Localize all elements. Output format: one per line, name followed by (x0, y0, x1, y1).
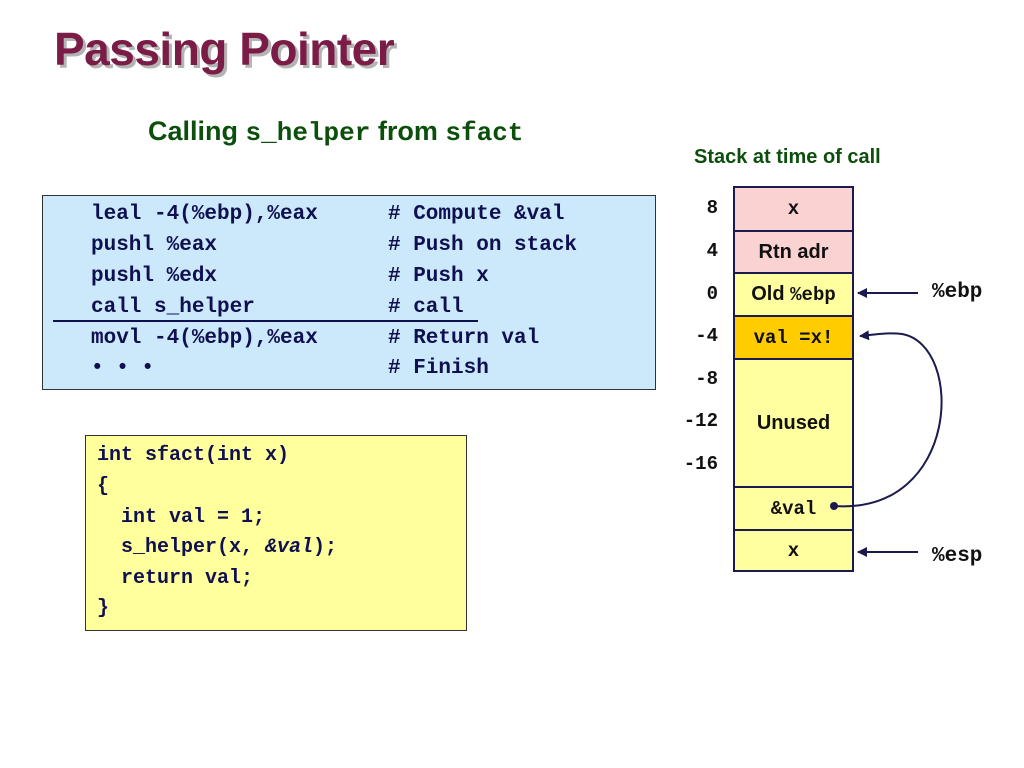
c-code-line: return val; (97, 567, 254, 590)
stack-offset: -12 (683, 410, 718, 432)
page-title: Passing Pointer (54, 23, 395, 75)
esp-register-label: %esp (932, 545, 983, 568)
c-code-line: s_helper(x, &val); (97, 536, 337, 559)
asm-comment: # call (388, 296, 464, 319)
c-code-text: ); (313, 536, 338, 559)
subtitle-calling: Calling (148, 116, 239, 146)
c-code-address-arg: &val (265, 536, 314, 559)
stack-cell-old-ebp: Old %ebp (735, 274, 852, 317)
asm-separator-line (53, 320, 478, 322)
stack-cell-return-address: Rtn adr (735, 232, 852, 274)
stack-frame: x Rtn adr Old %ebp val =x! Unused &val x (733, 186, 854, 572)
stack-offset: -4 (695, 325, 718, 347)
subtitle-caller-name: sfact (445, 118, 524, 148)
asm-comment: # Push on stack (388, 234, 578, 257)
stack-cell-x-arg: x (735, 188, 852, 232)
address-of-val-arrow (833, 330, 943, 508)
stack-offset: -8 (695, 368, 718, 390)
stack-cell-val: val =x! (735, 317, 852, 360)
asm-instruction: pushl %edx (91, 265, 218, 288)
asm-comment: # Return val (388, 327, 540, 350)
asm-instruction: • • • (91, 357, 155, 380)
c-code-line: { (97, 475, 110, 498)
c-code-box: int sfact(int x) { int val = 1; s_helper… (85, 435, 467, 631)
asm-instruction: pushl %eax (91, 234, 218, 257)
c-code-line: int sfact(int x) (97, 444, 290, 467)
stack-offset: 0 (706, 283, 718, 305)
stack-cell-x-pushed: x (735, 531, 852, 570)
asm-line: leal -4(%ebp),%eax # Compute &val (91, 203, 564, 234)
asm-line: • • • # Finish (91, 357, 489, 388)
stack-offset: 4 (706, 240, 718, 262)
asm-line: call s_helper # call (91, 296, 464, 327)
subtitle-function-name: s_helper (245, 118, 371, 148)
asm-line: pushl %eax # Push on stack (91, 234, 577, 265)
asm-line: pushl %edx # Push x (91, 265, 489, 296)
stack-cell-unused: Unused (735, 360, 852, 488)
stack-offset: -16 (683, 453, 718, 475)
old-ebp-word: Old (751, 283, 785, 305)
c-code-line: int val = 1; (97, 506, 266, 529)
asm-line: movl -4(%ebp),%eax # Return val (91, 327, 539, 358)
asm-instruction: movl -4(%ebp),%eax (91, 327, 318, 350)
asm-comment: # Finish (388, 357, 489, 380)
stack-cell-address-of-val: &val (735, 488, 852, 531)
old-ebp-register: %ebp (790, 283, 836, 306)
asm-instruction: call s_helper (91, 296, 255, 319)
c-code-line: } (97, 597, 110, 620)
stack-offset: 8 (706, 197, 718, 219)
c-code-text: s_helper(x, (97, 536, 266, 559)
assembly-code-box: leal -4(%ebp),%eax # Compute &val pushl … (42, 195, 656, 390)
subtitle-from: from (377, 116, 438, 146)
slide-subtitle: Calling s_helper from sfact (148, 116, 523, 148)
ebp-register-label: %ebp (932, 281, 983, 304)
asm-comment: # Push x (388, 265, 489, 288)
asm-instruction: leal -4(%ebp),%eax (91, 203, 318, 226)
asm-comment: # Compute &val (388, 203, 565, 226)
pointer-origin-dot (830, 502, 838, 510)
stack-caption: Stack at time of call (694, 146, 881, 168)
